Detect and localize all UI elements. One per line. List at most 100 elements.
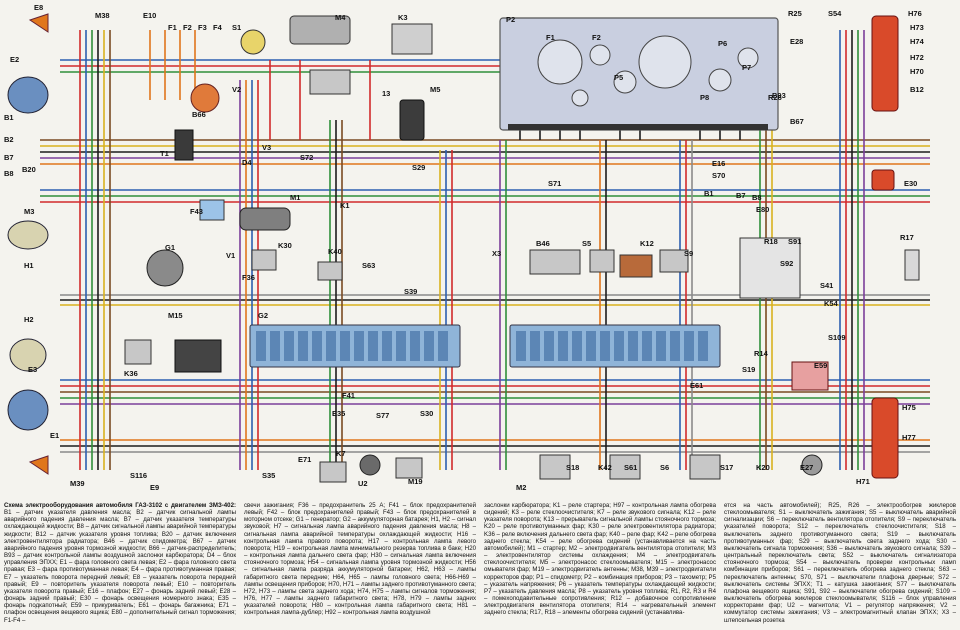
component-label: F3 — [198, 23, 207, 32]
component-label: H76 — [908, 9, 922, 18]
component-label: H72 — [910, 53, 924, 62]
component-label: E27 — [800, 463, 813, 472]
legend-column-1: Схема электрооборудования автомобиля ГАЗ… — [4, 502, 236, 628]
component-label: S19 — [742, 365, 755, 374]
component-label: F43 — [190, 207, 203, 216]
component-label: H75 — [902, 403, 916, 412]
component-label: H74 — [910, 37, 925, 46]
component-label: S72 — [300, 153, 313, 162]
component-label: M19 — [408, 477, 423, 486]
component-label: E2 — [10, 55, 19, 64]
component-label: M15 — [168, 311, 183, 320]
component-label: S9 — [684, 249, 693, 258]
fuse-block-right — [509, 324, 721, 368]
legend-text: заслонки карбюратора; K1 – реле стартера… — [484, 502, 716, 617]
wiring-diagram: E8M38E10F1F2F3F4E2B1B2B7B8B20M3H1H2E3E1M… — [4, 3, 930, 492]
component-label: K7 — [336, 449, 346, 458]
component-label: B93 — [772, 91, 786, 100]
component-label: M2 — [516, 483, 526, 492]
component-label: P5 — [614, 73, 623, 82]
component-label: R26 — [768, 93, 782, 102]
component-label: S92 — [780, 259, 793, 268]
legend-title: Схема электрооборудования автомобиля ГАЗ… — [4, 502, 236, 509]
headlamps-front — [7, 13, 49, 475]
legend-text: B1 – датчик указателя давления масла; B2… — [4, 509, 236, 624]
component-label: S35 — [262, 471, 275, 480]
component-label: E3 — [28, 365, 37, 374]
component-label: S18 — [566, 463, 579, 472]
component-label: S71 — [548, 179, 561, 188]
legend-column-4: ется на часть автомобилей); R25, R26 – э… — [724, 502, 956, 628]
component-label: M1 — [290, 193, 300, 202]
component-label: K1 — [340, 201, 350, 210]
component-label: B1 — [704, 189, 714, 198]
component-label: K54 — [824, 299, 839, 308]
component-label: G1 — [165, 243, 175, 252]
component-label: B1 — [4, 113, 14, 122]
component-label: K40 — [328, 247, 342, 256]
component-label: P7 — [742, 63, 751, 72]
component-label: M5 — [430, 85, 440, 94]
component-label: B67 — [790, 117, 804, 126]
component-label: F41 — [342, 391, 355, 400]
component-label: M38 — [95, 11, 110, 20]
component-label: H77 — [902, 433, 916, 442]
component-label: S1 — [232, 23, 241, 32]
component-label: D4 — [242, 158, 252, 167]
component-label: S6 — [660, 463, 669, 472]
component-label: S91 — [788, 237, 801, 246]
component-label: S17 — [720, 463, 733, 472]
component-label: V1 — [226, 251, 235, 260]
component-label: F1 — [546, 33, 555, 42]
component-label: B7 — [736, 191, 746, 200]
component-label: E8 — [34, 3, 43, 12]
component-label: E16 — [712, 159, 725, 168]
component-label: M39 — [70, 479, 85, 488]
component-label: H2 — [24, 315, 34, 324]
component-label: M4 — [335, 13, 346, 22]
component-label: B46 — [536, 239, 550, 248]
component-label: H70 — [910, 67, 924, 76]
component-label: F4 — [213, 23, 223, 32]
component-label: S61 — [624, 463, 637, 472]
component-label: P6 — [718, 39, 727, 48]
component-label: R18 — [764, 237, 778, 246]
legend: Схема электрооборудования автомобиля ГАЗ… — [4, 502, 956, 628]
component-label: S54 — [828, 9, 842, 18]
component-label: E9 — [150, 483, 159, 492]
component-label: E80 — [756, 205, 769, 214]
component-label: T1 — [160, 149, 169, 158]
component-label: E59 — [814, 361, 827, 370]
component-label: B8 — [4, 169, 14, 178]
legend-column-3: заслонки карбюратора; K1 – реле стартера… — [484, 502, 716, 628]
component-label: M3 — [24, 207, 34, 216]
component-label: 13 — [382, 89, 390, 98]
component-label: B2 — [4, 135, 14, 144]
component-label: E1 — [50, 431, 59, 440]
component-label: K36 — [124, 369, 138, 378]
component-label: S109 — [828, 333, 846, 342]
component-label: K42 — [598, 463, 612, 472]
component-label: E10 — [143, 11, 156, 20]
component-label: P2 — [506, 15, 515, 24]
component-label: B66 — [192, 110, 206, 119]
component-label: F2 — [183, 23, 192, 32]
component-label: U2 — [358, 479, 368, 488]
component-label: G2 — [258, 311, 268, 320]
component-label: H1 — [24, 261, 34, 270]
component-label: V3 — [262, 143, 271, 152]
component-label: E28 — [790, 37, 803, 46]
component-label: H73 — [910, 23, 924, 32]
component-label: K3 — [398, 13, 408, 22]
component-label: S29 — [412, 163, 425, 172]
component-label: B8 — [752, 193, 762, 202]
component-label: V2 — [232, 85, 241, 94]
component-label: E30 — [904, 179, 917, 188]
engine-components — [124, 15, 920, 483]
component-label: K12 — [640, 239, 654, 248]
component-label: B7 — [4, 153, 14, 162]
legend-text: свечи зажигания; F36 – предохранитель 25… — [244, 502, 476, 617]
component-label: S63 — [362, 261, 375, 270]
component-label: K20 — [756, 463, 770, 472]
component-label: S30 — [420, 409, 433, 418]
